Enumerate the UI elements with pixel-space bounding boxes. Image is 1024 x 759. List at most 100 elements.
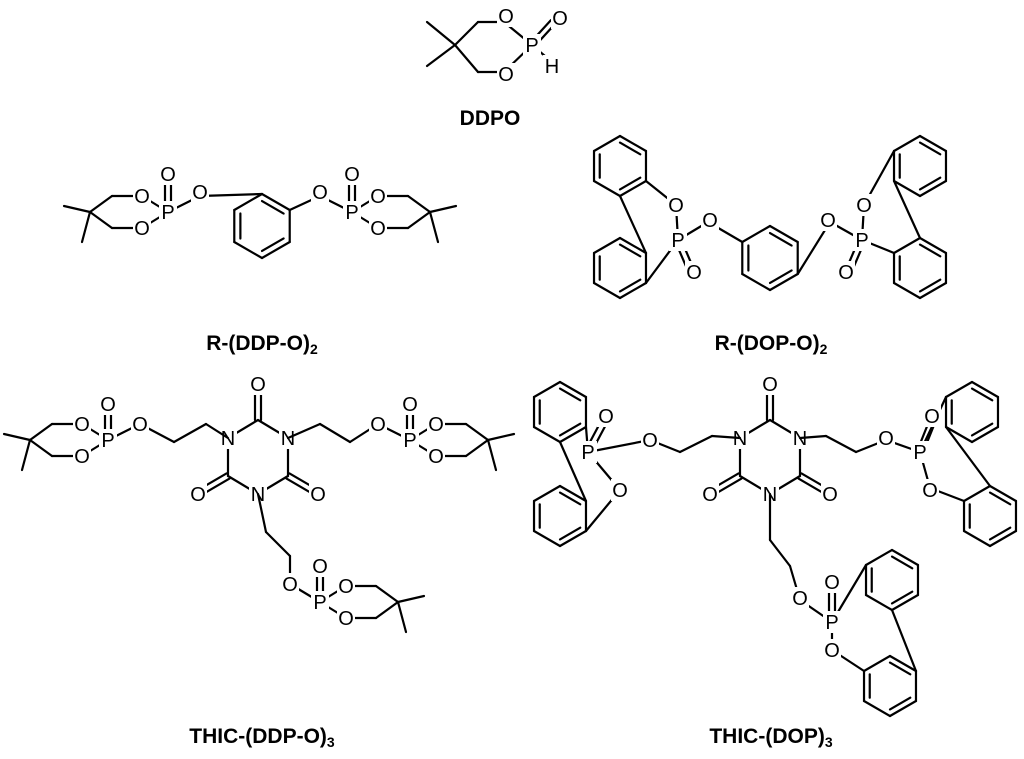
bond <box>428 210 440 244</box>
atom-label: O <box>668 195 684 217</box>
bond <box>374 584 400 604</box>
bond <box>892 236 922 255</box>
atom-label: O <box>370 186 386 208</box>
bond <box>62 204 92 214</box>
bond <box>618 281 648 300</box>
bond <box>716 477 743 494</box>
bond <box>970 422 994 437</box>
bond <box>592 179 622 198</box>
bond <box>260 199 285 215</box>
bond <box>768 231 793 247</box>
bond <box>486 432 516 442</box>
bond <box>918 176 942 191</box>
bond <box>918 134 948 153</box>
bond <box>988 491 1012 506</box>
atom-label: O <box>192 182 208 204</box>
atom-label: O <box>160 164 176 186</box>
caption-r-dop-o-2: R-(DOP-O)2 <box>714 332 828 357</box>
bond <box>558 491 582 506</box>
bond <box>888 654 918 673</box>
bond <box>970 387 994 402</box>
bond <box>768 224 799 244</box>
bond <box>918 179 948 198</box>
bond <box>890 548 920 567</box>
bond <box>824 434 858 454</box>
bond <box>618 179 648 198</box>
bond <box>864 593 894 612</box>
atom-label: O <box>310 484 326 506</box>
bond <box>918 281 948 300</box>
atom-label: P <box>161 202 174 224</box>
bond <box>970 425 1000 444</box>
bond <box>618 236 648 255</box>
bond <box>558 484 588 503</box>
bond <box>172 422 208 444</box>
bond <box>286 422 322 440</box>
bond <box>944 380 974 399</box>
atom-label: O <box>552 8 568 30</box>
atom-label: O <box>612 480 628 502</box>
atom-label: O <box>338 608 354 630</box>
atom-label: O <box>428 446 444 468</box>
bond <box>592 236 622 255</box>
atom-label: O <box>856 195 872 217</box>
bond <box>768 272 799 292</box>
atom-label: O <box>100 394 116 416</box>
bond <box>741 272 772 292</box>
atom-label: O <box>74 414 90 436</box>
bond <box>892 281 922 300</box>
atom-label: O <box>134 218 150 240</box>
bond <box>741 224 772 244</box>
bond <box>918 278 942 293</box>
bond <box>592 281 622 300</box>
bond <box>558 526 582 541</box>
caption-thic-ddp-o-3: THIC-(DDP-O)3 <box>189 725 335 750</box>
bond <box>888 699 918 718</box>
atom-label: O <box>134 186 150 208</box>
bond <box>464 438 490 458</box>
bond <box>532 425 562 444</box>
bond <box>710 434 742 440</box>
bond <box>864 548 894 567</box>
atom-label: O <box>312 182 328 204</box>
bond <box>260 237 285 253</box>
bond <box>233 240 264 260</box>
atom-label: O <box>498 6 514 28</box>
bond <box>888 696 912 711</box>
bond <box>768 538 792 568</box>
atom-label: P <box>855 230 868 252</box>
bond <box>374 600 400 620</box>
bond <box>453 20 480 47</box>
bond <box>768 269 793 285</box>
bond <box>862 699 892 718</box>
bond <box>204 477 231 494</box>
atom-label: P <box>313 592 326 614</box>
atom-label: O <box>370 218 386 240</box>
bond <box>890 590 914 605</box>
bond <box>988 529 1018 548</box>
bond <box>618 194 648 255</box>
atom-label: P <box>101 430 114 452</box>
caption-r-ddp-o-2: R-(DDP-O)2 <box>206 332 318 357</box>
bond <box>88 210 114 230</box>
bond <box>962 529 992 548</box>
bond <box>618 134 648 153</box>
atom-label: O <box>820 210 836 232</box>
bond <box>396 594 426 604</box>
bond <box>28 438 54 458</box>
bond <box>425 20 457 47</box>
atom-label: O <box>428 414 444 436</box>
bond <box>453 43 480 74</box>
bond <box>558 425 588 444</box>
atom-label: O <box>702 210 718 232</box>
bond <box>532 380 562 399</box>
bond <box>558 380 588 399</box>
atom-label: O <box>402 394 418 416</box>
atom-label: P <box>825 612 838 634</box>
atom-label: O <box>822 484 838 506</box>
bond <box>797 477 824 494</box>
bond <box>406 210 432 230</box>
bond <box>256 492 268 534</box>
